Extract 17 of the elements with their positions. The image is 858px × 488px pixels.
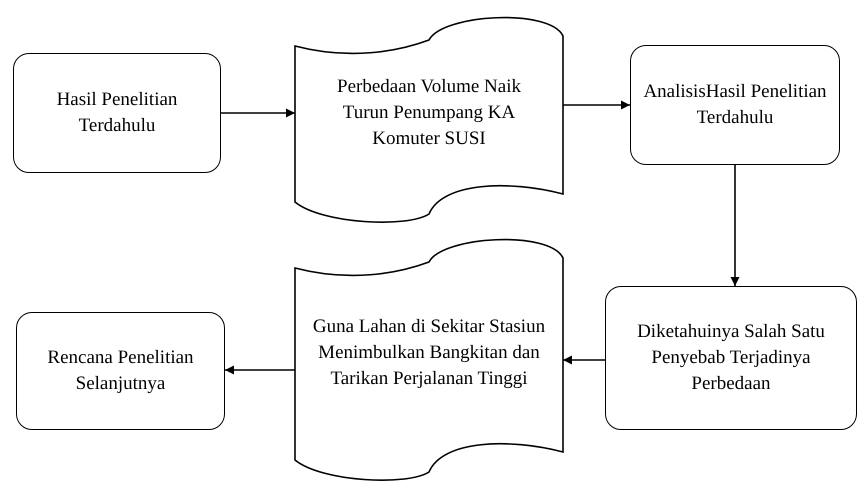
arrow: [730, 165, 740, 286]
process-box: [630, 45, 840, 165]
arrow: [563, 100, 630, 110]
document-shape: [295, 14, 563, 224]
process-box: [605, 286, 857, 430]
arrow: [225, 366, 295, 374]
arrow: [563, 356, 605, 364]
node-text: AnalisisHasil Penelitian Terdahulu: [642, 80, 828, 130]
node-text: Guna Lahan di Sekitar Stasiun Menimbulkan Bangkitan dan Tarikan Perjalanan Tinggi: [312, 315, 546, 391]
node-text: Hasil Penelitian Terdahulu: [56, 88, 178, 138]
process-box: [13, 53, 221, 173]
process-box: [16, 312, 225, 430]
node-text: Perbedaan Volume Naik Turun Penumpang KA Komuter SUSI: [336, 75, 522, 151]
node-text: Diketahuinya Salah Satu Penyebab Terjadinya Perbedaan: [636, 320, 826, 396]
document-shape: [295, 236, 563, 482]
node-text: Rencana Penelitian Selanjutnya: [46, 346, 195, 396]
arrow: [221, 108, 295, 118]
